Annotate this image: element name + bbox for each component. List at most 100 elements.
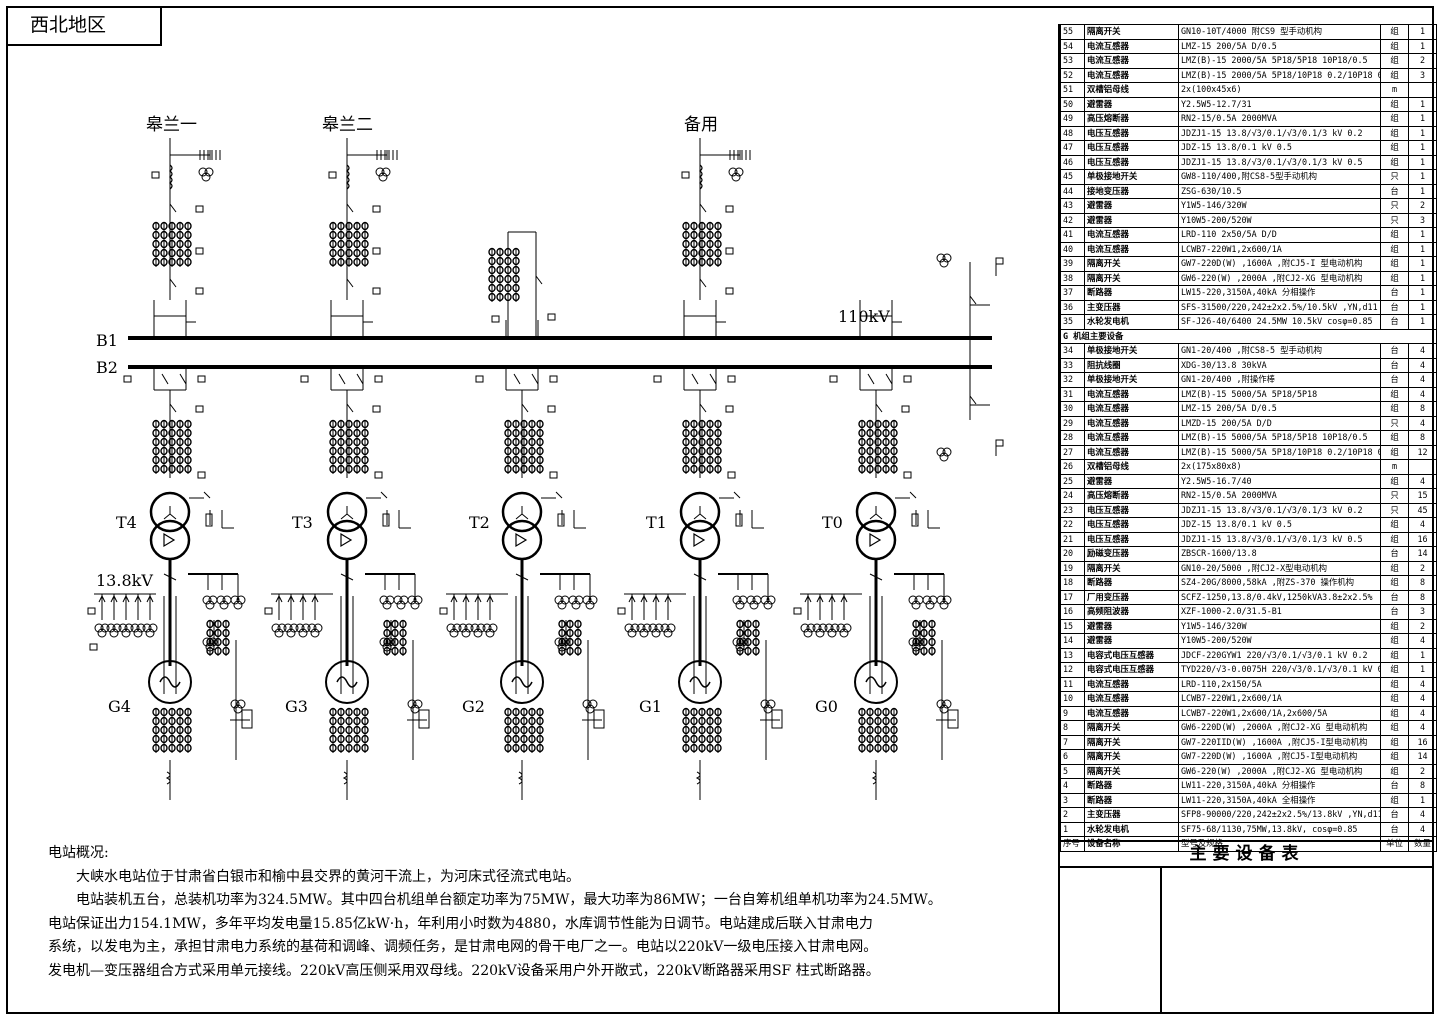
current-transformer-icon bbox=[361, 221, 369, 231]
wye-icon bbox=[699, 513, 707, 520]
equipment-name: 电流互感器 bbox=[1084, 67, 1179, 83]
current-transformer-icon bbox=[736, 646, 744, 656]
pt-icon bbox=[381, 167, 391, 177]
pt-icon bbox=[230, 595, 240, 605]
current-transformer-icon bbox=[866, 716, 874, 726]
tag-box bbox=[725, 247, 734, 255]
pt-icon bbox=[936, 699, 946, 709]
equipment-unit: 组 bbox=[1380, 618, 1409, 634]
pt-icon bbox=[298, 628, 308, 638]
equipment-name: 单极接地开关 bbox=[1084, 372, 1179, 388]
equipment-spec: LW11-220,3150A,40kA 全相操作 bbox=[1178, 792, 1381, 808]
current-transformer-icon bbox=[714, 734, 722, 744]
current-transformer-icon bbox=[329, 230, 337, 240]
current-transformer-icon bbox=[391, 619, 399, 629]
current-transformer-icon bbox=[698, 707, 706, 717]
pt-icon bbox=[301, 623, 311, 633]
current-transformer-icon bbox=[160, 221, 168, 231]
current-transformer-icon bbox=[882, 428, 890, 438]
current-transformer-icon bbox=[152, 221, 160, 231]
arrow-icon bbox=[816, 594, 824, 603]
equipment-name: 双槽铝母线 bbox=[1084, 82, 1179, 98]
pt-icon bbox=[382, 642, 392, 652]
current-transformer-icon bbox=[698, 437, 706, 447]
current-transformer-icon bbox=[690, 716, 698, 726]
equipment-unit: 台 bbox=[1380, 807, 1409, 823]
current-transformer-icon bbox=[536, 437, 544, 447]
current-transformer-icon bbox=[504, 247, 512, 257]
pt-icon bbox=[660, 623, 670, 633]
current-transformer-icon bbox=[152, 239, 160, 249]
pt-icon bbox=[236, 595, 246, 605]
current-transformer-icon bbox=[920, 637, 928, 647]
generator-icon bbox=[854, 660, 898, 704]
row-number: 43 bbox=[1060, 198, 1085, 214]
current-transformer-icon bbox=[528, 464, 536, 474]
equipment-spec: SCFZ-1250,13.8/0.4kV,1250kVA3.8±2x2.5% bbox=[1178, 589, 1381, 605]
current-transformer-icon bbox=[504, 274, 512, 284]
pt-icon bbox=[760, 595, 770, 605]
equipment-unit: 组 bbox=[1380, 154, 1409, 170]
current-transformer-icon bbox=[706, 239, 714, 249]
current-transformer-icon bbox=[160, 725, 168, 735]
row-number: 47 bbox=[1060, 140, 1085, 156]
current-transformer-icon bbox=[528, 716, 536, 726]
pt-icon bbox=[375, 167, 385, 177]
delta-icon bbox=[693, 532, 706, 548]
current-transformer-icon bbox=[214, 646, 222, 656]
current-transformer-icon bbox=[714, 230, 722, 240]
pt-icon bbox=[407, 699, 417, 709]
pt-icon bbox=[732, 595, 742, 605]
current-transformer-icon bbox=[337, 455, 345, 465]
equipment-name: 电流互感器 bbox=[1084, 241, 1179, 257]
current-transformer-icon bbox=[714, 257, 722, 267]
current-transformer-icon bbox=[152, 437, 160, 447]
equipment-qty: 8 bbox=[1408, 575, 1437, 591]
current-transformer-icon bbox=[912, 628, 920, 638]
current-transformer-icon bbox=[361, 455, 369, 465]
current-transformer-icon bbox=[152, 725, 160, 735]
current-transformer-icon bbox=[361, 743, 369, 753]
current-transformer-icon bbox=[682, 230, 690, 240]
tag-box bbox=[151, 171, 160, 179]
current-transformer-icon bbox=[866, 734, 874, 744]
current-transformer-icon bbox=[329, 446, 337, 456]
pt-icon bbox=[585, 704, 595, 714]
current-transformer-icon bbox=[353, 428, 361, 438]
current-transformer-icon bbox=[706, 716, 714, 726]
current-transformer-icon bbox=[866, 419, 874, 429]
excitation-box bbox=[418, 709, 430, 729]
current-transformer-icon bbox=[528, 725, 536, 735]
current-transformer-icon bbox=[337, 464, 345, 474]
tag-box bbox=[725, 287, 734, 295]
current-transformer-icon bbox=[698, 248, 706, 258]
current-transformer-icon bbox=[345, 446, 353, 456]
wire bbox=[380, 491, 388, 499]
current-transformer-icon bbox=[512, 734, 520, 744]
tag-box bbox=[727, 471, 736, 479]
current-transformer-icon bbox=[176, 725, 184, 735]
pt-icon bbox=[936, 595, 946, 605]
current-transformer-icon bbox=[714, 248, 722, 258]
current-transformer-icon bbox=[682, 707, 690, 717]
pt-icon bbox=[925, 600, 935, 610]
current-transformer-icon bbox=[337, 446, 345, 456]
equipment-qty: 14 bbox=[1408, 546, 1437, 562]
pt-icon bbox=[824, 623, 834, 633]
equipment-qty: 1 bbox=[1408, 285, 1437, 301]
pt-icon bbox=[731, 172, 741, 182]
current-transformer-icon bbox=[874, 419, 882, 429]
current-transformer-icon bbox=[345, 734, 353, 744]
current-transformer-icon bbox=[882, 419, 890, 429]
current-transformer-icon bbox=[874, 428, 882, 438]
current-transformer-icon bbox=[168, 419, 176, 429]
pt-icon bbox=[936, 447, 946, 457]
arrow-icon bbox=[98, 594, 106, 603]
arrow-icon bbox=[275, 594, 283, 603]
